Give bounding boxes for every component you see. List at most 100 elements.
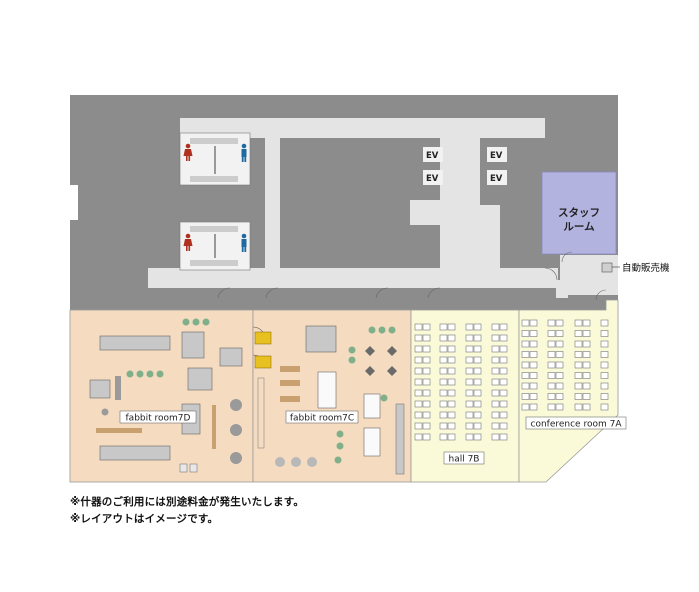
chair <box>574 403 583 411</box>
vending-machine-label: 自動販売機 <box>622 262 670 274</box>
chair <box>439 433 448 441</box>
chair <box>529 361 538 369</box>
chair <box>499 334 508 342</box>
chair <box>414 323 423 331</box>
chair <box>574 319 583 327</box>
chair <box>555 361 564 369</box>
chair <box>491 378 500 386</box>
chair <box>529 340 538 348</box>
chair <box>465 400 474 408</box>
chair <box>521 403 530 411</box>
wall-notch <box>70 185 78 220</box>
chair <box>447 334 456 342</box>
chair <box>600 361 609 369</box>
chair <box>521 393 530 400</box>
chair <box>582 330 591 337</box>
chair <box>547 351 556 358</box>
doors <box>217 251 607 368</box>
chair <box>473 400 482 408</box>
chair <box>521 361 530 369</box>
chair <box>582 403 591 411</box>
restroom-upper <box>179 132 251 186</box>
chair <box>439 422 448 430</box>
chair <box>600 403 609 411</box>
layout-disclaimer-note: ※レイアウトはイメージです。 <box>70 513 219 525</box>
room-7c-furniture <box>254 325 405 475</box>
room-7c-plants <box>334 326 396 464</box>
chair <box>491 411 500 419</box>
chair <box>447 433 456 441</box>
chair <box>491 356 500 364</box>
chair <box>422 378 431 386</box>
chair <box>491 345 500 353</box>
chair <box>574 382 583 390</box>
chair <box>447 422 456 430</box>
chair <box>473 323 482 331</box>
chair <box>473 422 482 430</box>
chair <box>465 367 474 375</box>
chair <box>439 356 448 364</box>
elevator-label: EV <box>490 151 503 161</box>
chair <box>555 403 564 411</box>
chair <box>422 411 431 419</box>
chair <box>414 411 423 419</box>
chair <box>555 330 564 337</box>
chair <box>529 382 538 390</box>
chair <box>582 393 591 400</box>
chair <box>439 334 448 342</box>
chair <box>499 378 508 386</box>
room-labels: fabbit room7D fabbit room7C hall 7B conf… <box>119 410 627 465</box>
chair <box>521 351 530 358</box>
chair <box>422 356 431 364</box>
male-restroom-icon <box>241 143 247 252</box>
chair <box>574 351 583 358</box>
chair <box>447 323 456 331</box>
chair <box>414 422 423 430</box>
chair <box>499 367 508 375</box>
chair <box>582 382 591 390</box>
chair <box>465 345 474 353</box>
chair <box>499 433 508 441</box>
chair <box>491 334 500 342</box>
conference-7a-label: conference room 7A <box>531 420 623 430</box>
chair <box>547 403 556 411</box>
corridors <box>148 118 618 298</box>
conference-7a-area <box>518 299 619 483</box>
chair <box>491 367 500 375</box>
chair <box>473 433 482 441</box>
furniture-fee-note: ※什器のご利用には別途料金が発生いたします。 <box>70 496 305 508</box>
chair <box>414 345 423 353</box>
chair <box>499 345 508 353</box>
chair <box>447 389 456 397</box>
chair <box>499 323 508 331</box>
hall-7b-chairs <box>414 323 508 441</box>
chair <box>600 393 609 400</box>
chair <box>473 356 482 364</box>
chair <box>547 372 556 379</box>
chair <box>600 351 609 358</box>
chair <box>491 389 500 397</box>
chair <box>600 340 609 348</box>
chair <box>582 361 591 369</box>
chair <box>491 400 500 408</box>
elevators: EV EV EV EV <box>423 147 507 185</box>
chair <box>582 351 591 358</box>
chair <box>547 361 556 369</box>
chair <box>414 378 423 386</box>
room-7d-plants <box>126 318 210 378</box>
chair <box>447 411 456 419</box>
chair <box>574 361 583 369</box>
chair <box>491 323 500 331</box>
chair <box>547 393 556 400</box>
chair <box>574 393 583 400</box>
chair <box>529 393 538 400</box>
chair <box>447 400 456 408</box>
chair <box>582 372 591 379</box>
chair <box>555 372 564 379</box>
chair <box>529 351 538 358</box>
chair <box>465 334 474 342</box>
chair <box>414 400 423 408</box>
room-7d-furniture <box>89 331 243 473</box>
chair <box>447 378 456 386</box>
